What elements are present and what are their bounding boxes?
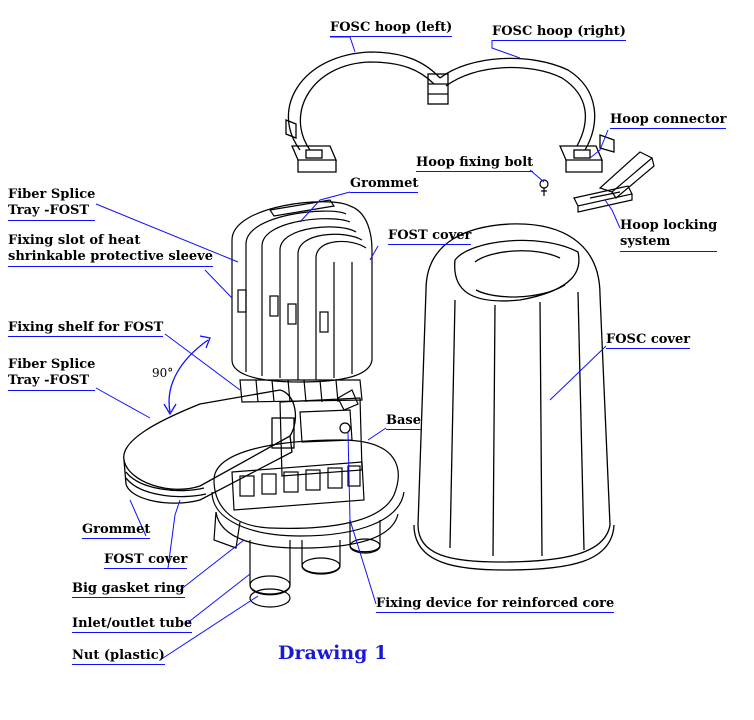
fosc-hoop: [285, 51, 615, 173]
label-fiber-splice-tray-b-line2: Tray -FOST: [8, 373, 96, 391]
base-assembly: [211, 379, 405, 608]
label-fiber-splice-tray-line1: Fiber Splice: [8, 187, 96, 202]
label-fiber-splice-tray-top: Fiber Splice Tray -FOST: [8, 187, 96, 221]
label-fixing-device: Fixing device for reinforced core: [376, 596, 615, 613]
label-fiber-splice-tray-b-line1: Fiber Splice: [8, 357, 96, 372]
label-fixing-slot-line2: shrinkable protective sleeve: [8, 249, 213, 267]
flipped-fost-tray: [123, 389, 297, 504]
label-fiber-splice-tray-bottom: Fiber Splice Tray -FOST: [8, 357, 96, 391]
label-grommet-top: Grommet: [350, 176, 419, 193]
label-fixing-shelf: Fixing shelf for FOST: [8, 320, 164, 337]
label-fixing-slot-line1: Fixing slot of heat: [8, 233, 141, 248]
label-hoop-fixing-bolt: Hoop fixing bolt: [416, 155, 534, 172]
label-fosc-cover: FOSC cover: [606, 332, 691, 349]
hoop-locking-system: [573, 151, 655, 213]
label-hoop-locking-line2: system: [620, 234, 718, 252]
label-hoop-locking-system: Hoop locking system: [620, 218, 718, 252]
label-hoop-locking-line1: Hoop locking: [620, 218, 718, 233]
label-fosc-hoop-left: FOSC hoop (left): [330, 20, 453, 37]
label-fixing-slot: Fixing slot of heat shrinkable protectiv…: [8, 233, 213, 267]
label-grommet-bottom: Grommet: [82, 522, 151, 539]
label-fost-cover-top: FOST cover: [388, 228, 472, 245]
label-big-gasket-ring: Big gasket ring: [72, 581, 185, 598]
fost-stack: [231, 199, 373, 383]
label-fosc-hoop-right: FOSC hoop (right): [492, 24, 626, 41]
label-base: Base: [386, 413, 422, 430]
label-fost-cover-bottom: FOST cover: [104, 552, 188, 569]
rotation-arrow: [163, 335, 211, 416]
label-fiber-splice-tray-line2: Tray -FOST: [8, 203, 96, 221]
label-hoop-connector: Hoop connector: [610, 112, 727, 129]
label-inlet-outlet-tube: Inlet/outlet tube: [72, 616, 193, 633]
label-rotation-angle: 90°: [152, 366, 174, 380]
label-nut-plastic: Nut (plastic): [72, 648, 165, 665]
hoop-fixing-bolt: [539, 179, 549, 196]
leader-lines: [95, 36, 621, 661]
drawing-caption: Drawing 1: [278, 642, 388, 664]
fosc-cover: [413, 223, 615, 571]
